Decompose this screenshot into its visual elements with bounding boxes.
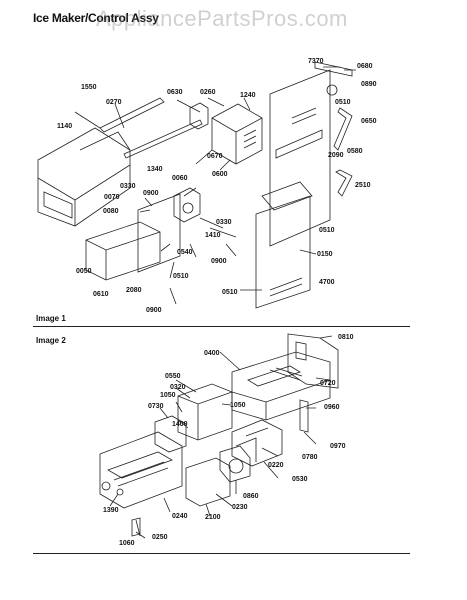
part-label-0550: 0550 <box>165 373 181 380</box>
part-label-0960: 0960 <box>324 404 340 411</box>
image-2-label: Image 2 <box>36 336 66 345</box>
part-label-1400: 1400 <box>172 421 188 428</box>
part-label-4700: 4700 <box>319 279 335 286</box>
part-label-0220: 0220 <box>268 462 284 469</box>
part-label-0320: 0320 <box>170 384 186 391</box>
ice-bin-shape <box>37 127 131 201</box>
part-label-0510-c: 0510 <box>173 273 189 280</box>
part-label-0970: 0970 <box>330 443 346 450</box>
part-label-1060: 1060 <box>119 540 135 547</box>
part-label-0070: 0070 <box>104 194 120 201</box>
part-label-1240: 1240 <box>240 92 256 99</box>
part-label-0580: 0580 <box>347 148 363 155</box>
part-label-0540: 0540 <box>177 249 193 256</box>
section-divider <box>33 326 410 327</box>
part-label-0330-a: 0330 <box>120 183 136 190</box>
part-label-2100: 2100 <box>205 514 221 521</box>
part-label-0650: 0650 <box>361 118 377 125</box>
bottom-divider <box>33 553 410 554</box>
part-label-0720: 0720 <box>320 380 336 387</box>
watermark: AppliancePartsPros.com <box>96 6 348 31</box>
part-label-0250: 0250 <box>152 534 168 541</box>
part-label-0900-c: 0900 <box>146 307 162 314</box>
part-label-1050-a: 1050 <box>160 392 176 399</box>
part-label-1050-b: 1050 <box>230 402 246 409</box>
part-label-0810: 0810 <box>338 334 354 341</box>
part-label-2090: 2090 <box>328 152 344 159</box>
diagram-title: Ice Maker/Control Assy <box>33 11 159 25</box>
part-label-0680: 0680 <box>357 63 373 70</box>
part-label-0860: 0860 <box>243 493 259 500</box>
part-label-0630: 0630 <box>167 89 183 96</box>
part-label-1390: 1390 <box>103 507 119 514</box>
part-label-1410: 1410 <box>205 232 221 239</box>
part-label-0900-b: 0900 <box>211 258 227 265</box>
part-label-0730: 0730 <box>148 403 164 410</box>
part-label-2080: 2080 <box>126 287 142 294</box>
part-label-0510-b: 0510 <box>319 227 335 234</box>
part-label-1550: 1550 <box>81 84 97 91</box>
part-label-0610: 0610 <box>93 291 109 298</box>
part-label-2510: 2510 <box>355 182 371 189</box>
part-label-0270: 0270 <box>106 99 122 106</box>
part-label-0900-a: 0900 <box>143 190 159 197</box>
part-label-0150: 0150 <box>317 251 333 258</box>
part-label-1140: 1140 <box>57 123 72 130</box>
part-label-0080: 0080 <box>103 208 119 215</box>
part-label-0060: 0060 <box>172 175 188 182</box>
part-label-0890: 0890 <box>361 81 377 88</box>
part-label-0330-b: 0330 <box>216 219 232 226</box>
part-label-0600: 0600 <box>212 171 228 178</box>
part-label-0670: 0670 <box>207 153 223 160</box>
part-label-0510-a: 0510 <box>335 99 351 106</box>
part-label-0050: 0050 <box>76 268 92 275</box>
part-label-0260: 0260 <box>200 89 216 96</box>
part-label-0780: 0780 <box>302 454 318 461</box>
image-1-label: Image 1 <box>36 314 66 323</box>
part-label-7370: 7370 <box>308 58 324 65</box>
part-label-0530: 0530 <box>292 476 308 483</box>
part-label-0400: 0400 <box>204 350 220 357</box>
part-label-0510-d: 0510 <box>222 289 238 296</box>
part-label-0230: 0230 <box>232 504 248 511</box>
part-label-1340: 1340 <box>147 166 163 173</box>
part-label-0240: 0240 <box>172 513 188 520</box>
